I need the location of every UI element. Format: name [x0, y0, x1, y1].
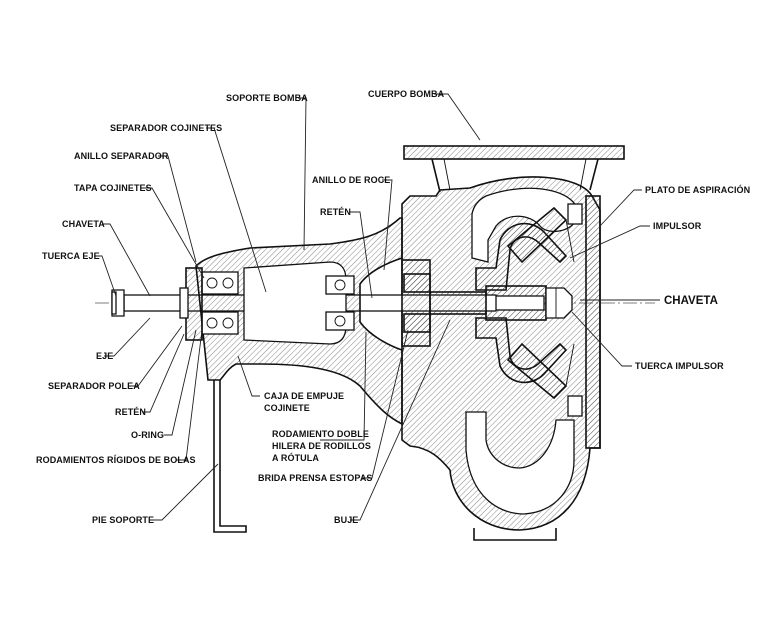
bearing-left	[201, 271, 239, 335]
discharge-neck	[431, 158, 599, 193]
leader-lines	[94, 93, 660, 521]
suction-plate-bolt-top	[567, 203, 583, 225]
seal-left	[179, 287, 189, 319]
ball-lower-1	[206, 317, 218, 329]
label-reten-center: RETÉN	[320, 207, 351, 217]
label-buje: BUJE	[334, 515, 358, 525]
label-tapa-cojinetes: TAPA COJINETES	[74, 183, 152, 193]
discharge-flange	[403, 145, 625, 160]
impeller-key	[491, 295, 545, 311]
label-plato-aspiracion: PLATO DE ASPIRACIÓN	[645, 184, 750, 195]
ball-upper-2	[222, 277, 234, 289]
label-tuerca-eje: TUERCA EJE	[42, 251, 100, 261]
suction-plate	[585, 195, 601, 449]
impeller-nut	[545, 287, 573, 319]
label-anillo-roce: ANILLO DE ROCE	[312, 175, 390, 185]
impeller-front-edge	[565, 219, 575, 387]
label-separador-polea: SEPARADOR POLEA	[48, 381, 140, 391]
casing-bottom-stub	[473, 528, 557, 541]
label-pie-soporte: PIE SOPORTE	[92, 515, 154, 525]
label-chaveta-left: CHAVETA	[62, 219, 105, 229]
label-eje: EJE	[96, 351, 113, 361]
label-brida-prensa: BRIDA PRENSA ESTOPAS	[258, 473, 373, 483]
label-tuerca-impulsor: TUERCA IMPULSOR	[635, 361, 724, 371]
discharge-neck-inner	[443, 158, 587, 191]
label-rodamientos-rigidos: RODAMIENTOS RÍGIDOS DE BOLAS	[36, 455, 196, 465]
pump-drawing	[95, 145, 655, 541]
support-foot	[213, 380, 247, 533]
roller-lower	[334, 315, 346, 327]
label-rodamiento-doble-1: RODAMIENTO DOBLE	[272, 429, 369, 439]
volute-passage-lower	[465, 411, 575, 515]
label-cuerpo-bomba: CUERPO BOMBA	[368, 89, 445, 99]
label-o-ring: O-RING	[131, 430, 164, 440]
suction-plate-bolt-bottom	[567, 395, 583, 417]
stuffing-box	[401, 259, 431, 347]
label-soporte-bomba: SOPORTE BOMBA	[226, 93, 308, 103]
label-separador-cojinetes: SEPARADOR COJINETES	[110, 123, 222, 133]
shaft-sleeve	[429, 291, 487, 315]
labels: CUERPO BOMBA SOPORTE BOMBA SEPARADOR COJ…	[36, 89, 750, 525]
label-reten-left: RETÉN	[115, 407, 146, 417]
label-chaveta-right: CHAVETA	[664, 295, 718, 307]
label-caja-empuje-2: COJINETE	[264, 403, 310, 413]
bearing-frame-cavity	[243, 261, 347, 345]
impeller	[475, 206, 575, 400]
gland-packing-upper	[403, 273, 431, 293]
gland-packing-lower	[403, 313, 431, 333]
roller-upper	[334, 279, 346, 291]
label-anillo-separador: ANILLO SEPARADOR	[74, 151, 169, 161]
label-rodamiento-doble-2: HILERA DE RODILLOS	[272, 441, 371, 451]
bearing-right	[325, 275, 355, 331]
bearing-right-upper	[325, 275, 355, 295]
ball-upper-1	[206, 277, 218, 289]
bearing-right-lower	[325, 311, 355, 331]
shaft-nut-cap	[111, 291, 117, 315]
label-rodamiento-doble-3: A RÓTULA	[272, 452, 319, 463]
label-impulsor: IMPULSOR	[653, 221, 702, 231]
ball-lower-2	[222, 317, 234, 329]
label-caja-empuje-1: CAJA DE EMPUJE	[264, 391, 344, 401]
